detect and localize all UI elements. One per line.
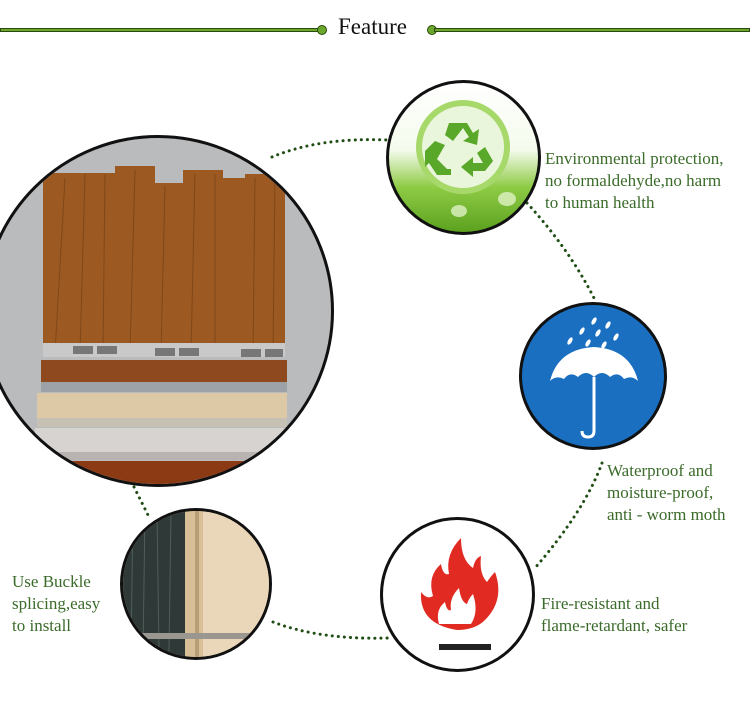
umbrella-icon [550, 317, 638, 439]
waterproof-caption-line-1: Waterproof and [607, 461, 713, 480]
install-feature-circle [120, 508, 272, 660]
fire-feature-circle [380, 517, 535, 672]
install-caption-line-1: Use Buckle [12, 572, 91, 591]
waterproof-caption-line-3: anti - worm moth [607, 505, 726, 524]
connector-install-to-main [132, 485, 151, 519]
connector-main-to-recycle [270, 138, 390, 159]
environmental-feature-circle [386, 80, 541, 235]
header-dot-left [317, 25, 327, 35]
waterproof-caption-line-2: moisture-proof, [607, 483, 714, 502]
waterproof-feature-circle [519, 302, 667, 450]
flame-icon [420, 538, 499, 650]
environmental-caption-line-3: to human health [545, 193, 655, 212]
connector-water-to-fire [533, 461, 604, 570]
environmental-caption-line-1: Environmental protection, [545, 149, 724, 168]
wall-panel-stack-image [33, 166, 287, 484]
install-caption-line-2: splicing,easy [12, 594, 101, 613]
fire-caption: Fire-resistant and flame-retardant, safe… [541, 593, 687, 637]
recycle-icon [416, 100, 516, 217]
buckle-panel-photo [123, 511, 269, 657]
install-caption: Use Buckle splicing,easy to install [12, 571, 100, 637]
environmental-caption: Environmental protection, no formaldehyd… [545, 148, 723, 214]
environmental-caption-line-2: no formaldehyde,no harm [545, 171, 722, 190]
connector-fire-to-install [271, 620, 390, 640]
page-title: Feature [338, 14, 407, 39]
connector-recycle-to-water [525, 201, 597, 302]
wall-panel-photo [0, 135, 334, 487]
fire-caption-line-1: Fire-resistant and [541, 594, 660, 613]
fire-caption-line-2: flame-retardant, safer [541, 616, 688, 635]
install-caption-line-3: to install [12, 616, 72, 635]
waterproof-caption: Waterproof and moisture-proof, anti - wo… [607, 460, 726, 526]
